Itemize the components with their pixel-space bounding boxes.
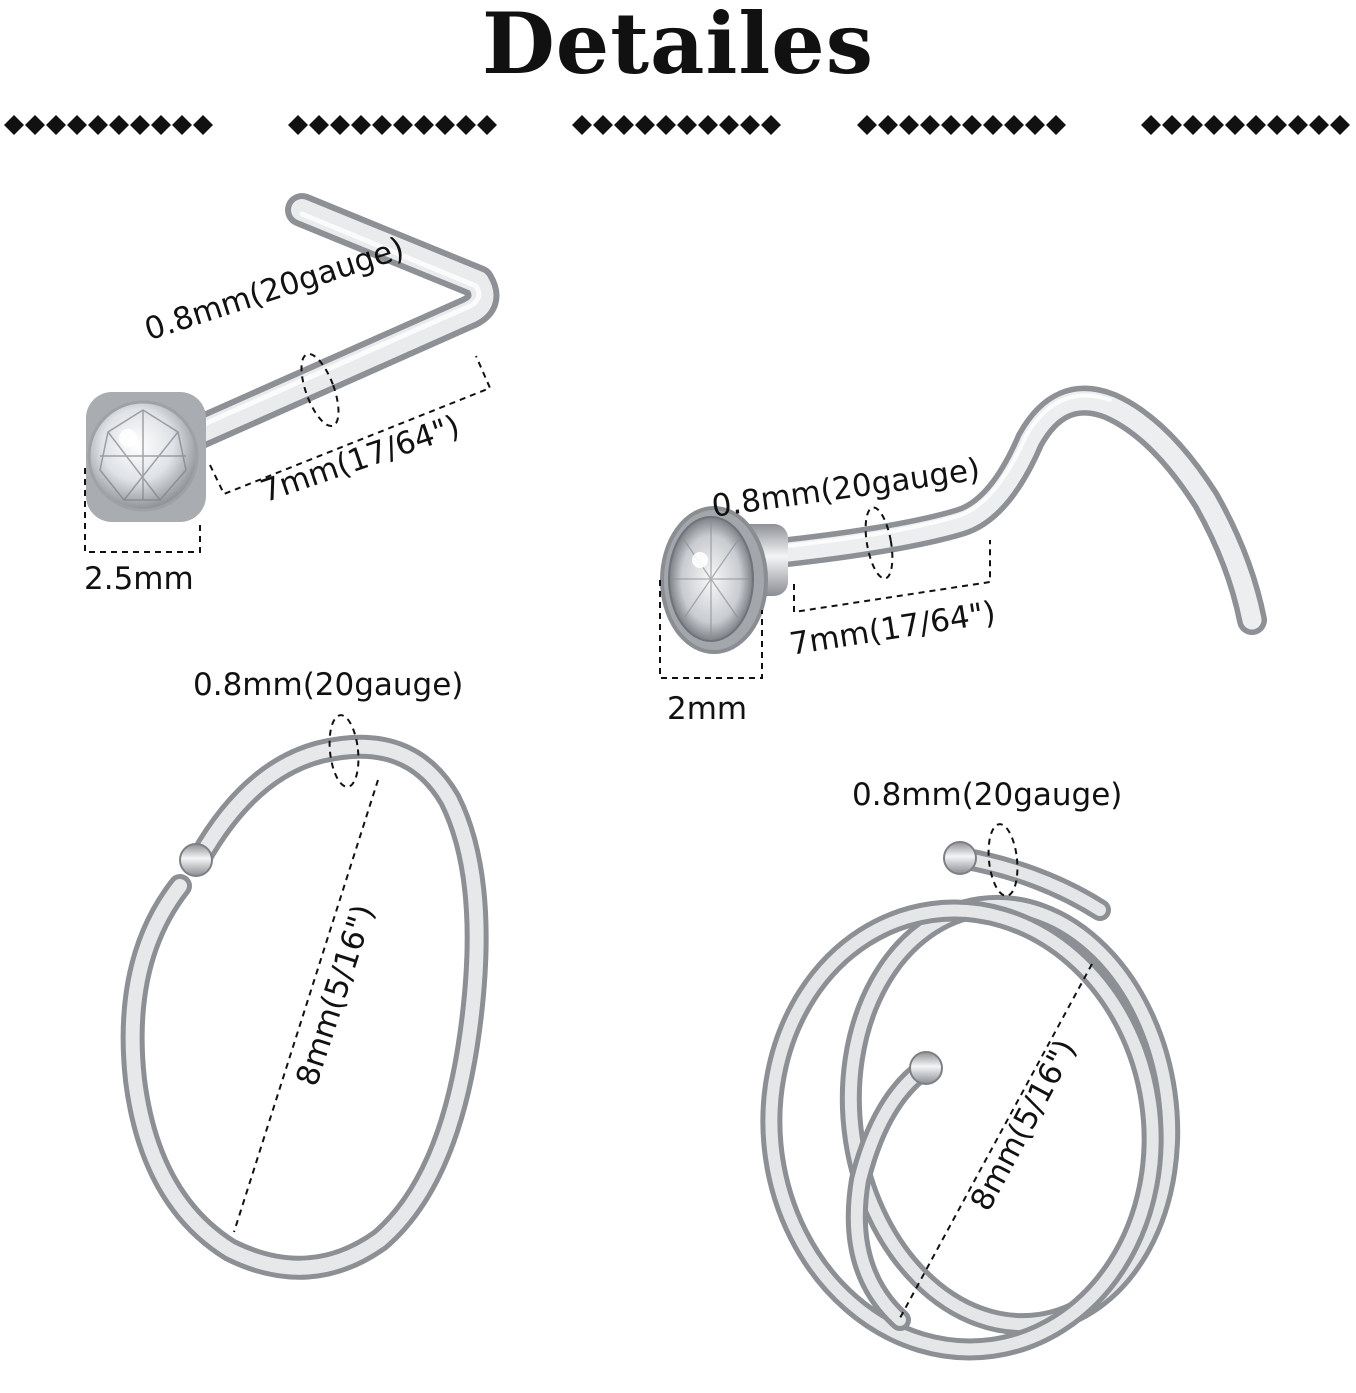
dimension-guides: [84, 352, 1093, 1319]
diamond-divider-4: [857, 115, 1066, 135]
spiral-ring: [760, 841, 1181, 1361]
diamond-divider-1: [4, 115, 213, 135]
diamond-divider-5: [1141, 115, 1350, 135]
l-shape-stud: [86, 193, 500, 522]
screw-stud: [660, 385, 1267, 654]
spiral-wire-label: 0.8mm(20gauge): [852, 777, 1123, 813]
page-title: Detailes: [481, 0, 875, 93]
l-stud-stone-label: 2.5mm: [84, 561, 194, 597]
diamond-divider-2: [288, 115, 497, 135]
hoop-ring: [120, 734, 489, 1280]
diamond-divider-3: [572, 115, 781, 135]
screw-stud-stone-label: 2mm: [667, 691, 748, 727]
hoop-wire-label: 0.8mm(20gauge): [193, 667, 464, 703]
